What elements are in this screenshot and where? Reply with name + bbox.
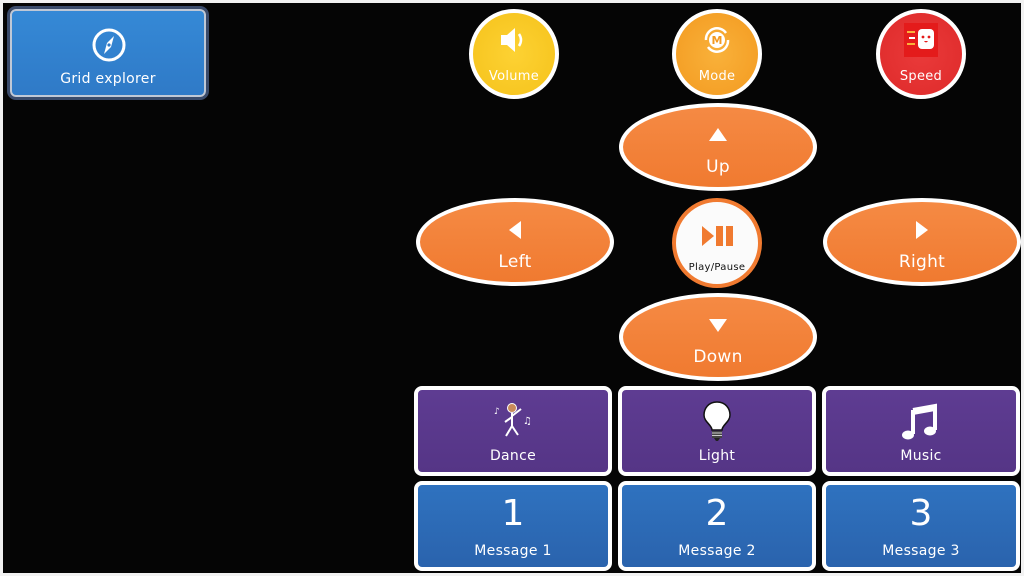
message-1-label: Message 1 bbox=[474, 543, 552, 559]
music-label: Music bbox=[900, 448, 942, 464]
svg-text:M: M bbox=[712, 34, 723, 47]
message-2-label: Message 2 bbox=[678, 543, 756, 559]
light-label: Light bbox=[698, 448, 736, 464]
arrow-down-icon bbox=[709, 319, 727, 332]
arrow-right-icon bbox=[916, 221, 928, 239]
speaker-icon bbox=[501, 28, 523, 52]
arrow-left-icon bbox=[509, 221, 521, 239]
message-3-number: 3 bbox=[909, 493, 933, 534]
music-note-icon bbox=[902, 403, 937, 440]
message-1-number: 1 bbox=[501, 493, 525, 534]
message-2-number: 2 bbox=[705, 493, 729, 534]
speed-label: Speed bbox=[899, 69, 943, 84]
lightbulb-icon bbox=[703, 401, 731, 441]
grid-explorer-button[interactable]: Grid explorer bbox=[10, 9, 206, 97]
compass-icon bbox=[92, 28, 126, 62]
message-2-tile[interactable]: 2 Message 2 bbox=[618, 481, 816, 571]
up-button[interactable]: Up bbox=[619, 103, 817, 191]
play-pause-button[interactable]: Play/Pause bbox=[672, 198, 762, 288]
left-label: Left bbox=[498, 252, 532, 272]
down-label: Down bbox=[693, 347, 743, 367]
svg-text:♪: ♪ bbox=[494, 407, 500, 417]
dancer-icon: ♪ ♫ bbox=[494, 403, 532, 437]
right-label: Right bbox=[898, 252, 946, 272]
volume-label: Volume bbox=[488, 69, 540, 84]
grid-explorer-label: Grid explorer bbox=[60, 71, 156, 87]
message-1-tile[interactable]: 1 Message 1 bbox=[414, 481, 612, 571]
speed-icon bbox=[904, 23, 938, 57]
svg-text:♫: ♫ bbox=[523, 416, 532, 427]
up-label: Up bbox=[706, 157, 730, 177]
mode-label: Mode bbox=[698, 69, 736, 84]
left-button[interactable]: Left bbox=[416, 198, 614, 286]
message-3-tile[interactable]: 3 Message 3 bbox=[822, 481, 1020, 571]
play-pause-icon bbox=[702, 226, 733, 246]
app-canvas: Grid explorer Volume M Mode Spe bbox=[3, 3, 1021, 573]
play-pause-label: Play/Pause bbox=[688, 262, 746, 273]
dance-label: Dance bbox=[489, 448, 537, 464]
volume-button[interactable]: Volume bbox=[469, 9, 559, 99]
arrow-up-icon bbox=[709, 128, 727, 141]
light-tile[interactable]: Light bbox=[618, 386, 816, 476]
message-3-label: Message 3 bbox=[882, 543, 960, 559]
mode-button[interactable]: M Mode bbox=[672, 9, 762, 99]
down-button[interactable]: Down bbox=[619, 293, 817, 381]
speed-button[interactable]: Speed bbox=[876, 9, 966, 99]
right-button[interactable]: Right bbox=[823, 198, 1021, 286]
music-tile[interactable]: Music bbox=[822, 386, 1020, 476]
mode-cycle-icon: M bbox=[704, 27, 730, 53]
dance-tile[interactable]: ♪ ♫ Dance bbox=[414, 386, 612, 476]
